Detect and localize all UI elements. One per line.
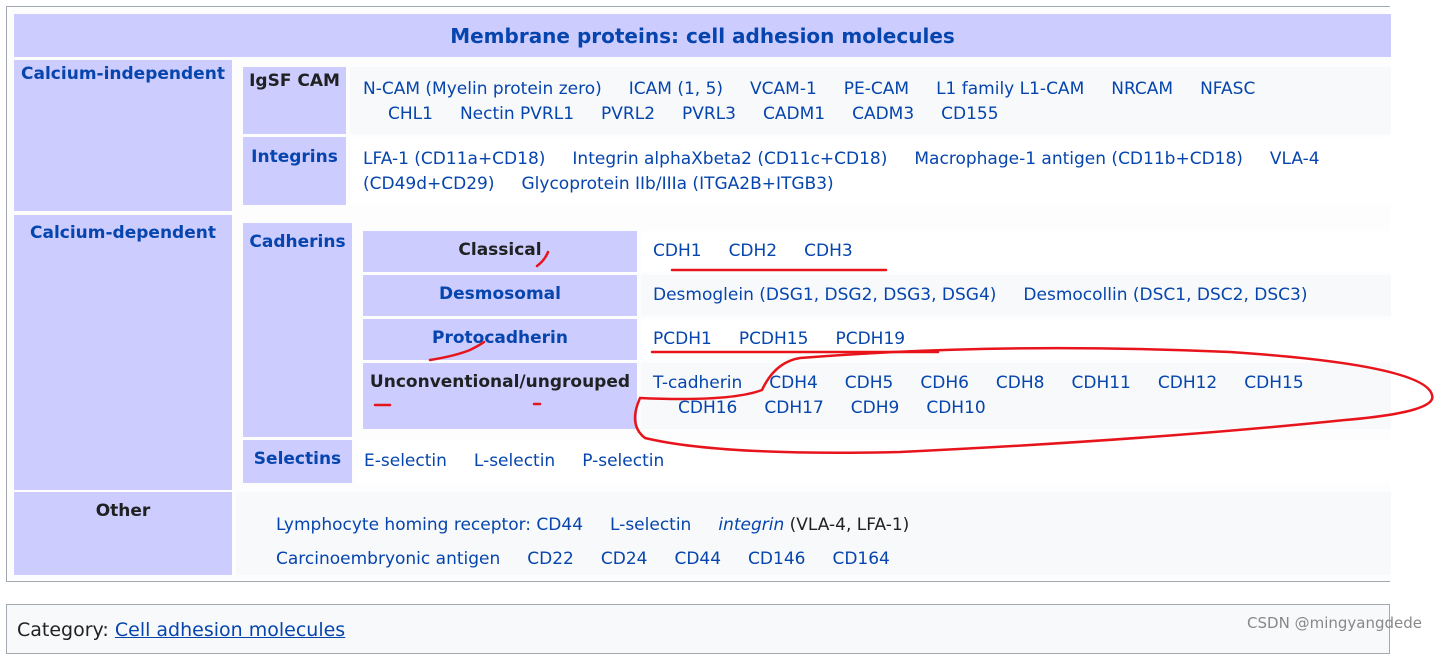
integrin-detail: (VLA-4, LFA-1) [784, 515, 910, 535]
link-cdh1[interactable]: CDH1 [653, 241, 702, 261]
link-l1cam[interactable]: L1 family L1-CAM [936, 79, 1085, 99]
link-p-selectin[interactable]: P-selectin [582, 451, 665, 471]
group-other: Other [14, 492, 232, 575]
igsf-line-2: CHL1 Nectin PVRL1 PVRL2 PVRL3 CADM1 CADM3 CD15… [363, 102, 1391, 127]
link-cdh6[interactable]: CDH6 [920, 373, 969, 393]
link-cdh15[interactable]: CDH15 [1244, 373, 1304, 393]
link-pcdh19[interactable]: PCDH19 [835, 329, 906, 349]
list-igsf-cam: N-CAM (Myelin protein zero) ICAM (1, 5) VC… [350, 67, 1391, 134]
link-cd44[interactable]: CD44 [674, 549, 722, 569]
list-selectins: E-selectin L-selectin P-selectin [356, 440, 1391, 483]
integrins-line-2: (CD49d+CD29) Glycoprotein IIb/IIIa (ITGA2… [363, 172, 1391, 197]
group-igsf-cam: IgSF CAM [243, 67, 346, 134]
link-cd146[interactable]: CD146 [748, 549, 806, 569]
list-protocadherin: PCDH1 PCDH15 PCDH19 [641, 319, 1391, 360]
link-t-cadherin[interactable]: T-cadherin [653, 373, 743, 393]
link-desmocollin[interactable]: Desmocollin (DSC1, DSC2, DSC3) [1023, 285, 1308, 305]
category-prefix: Category: [17, 619, 109, 641]
link-cd49d[interactable]: (CD49d+CD29) [363, 174, 495, 194]
link-e-selectin[interactable]: E-selectin [364, 451, 447, 471]
link-vcam1[interactable]: VCAM-1 [750, 79, 817, 99]
other-line-1: Lymphocyte homing receptor: CD44 L-select… [276, 508, 1391, 542]
other-line-2: Carcinoembryonic antigen CD22 CD24 CD44 CD14… [276, 542, 1391, 576]
link-cd22[interactable]: CD22 [527, 549, 574, 569]
link-cadm1[interactable]: CADM1 [763, 104, 826, 124]
unconventional-line-1: T-cadherin CDH4 CDH5 CDH6 CDH8 CDH11 CDH12 CDH1… [653, 371, 1391, 396]
list-integrins: LFA-1 (CD11a+CD18) Integrin alphaXbeta2 (… [350, 137, 1391, 205]
group-selectins[interactable]: Selectins [243, 440, 352, 483]
group-unconventional: Unconventional/ungrouped [363, 363, 637, 429]
integrins-line-1: LFA-1 (CD11a+CD18) Integrin alphaXbeta2 (… [363, 147, 1391, 172]
link-pvrl2[interactable]: PVRL2 [601, 104, 656, 124]
igsf-line-1: N-CAM (Myelin protein zero) ICAM (1, 5) VC… [363, 77, 1391, 102]
navbox-title-bar: Membrane proteins: cell adhesion molecul… [14, 14, 1391, 57]
link-chl1[interactable]: CHL1 [388, 104, 433, 124]
link-pvrl3[interactable]: PVRL3 [682, 104, 736, 124]
navbox-title-link[interactable]: Membrane proteins: cell adhesion molecul… [450, 23, 955, 48]
link-cdh5[interactable]: CDH5 [844, 373, 894, 393]
link-cd164[interactable]: CD164 [832, 549, 890, 569]
link-macrophage1[interactable]: Macrophage-1 antigen (CD11b+CD18) [914, 149, 1243, 169]
group-protocadherin[interactable]: Protocadherin [363, 319, 637, 360]
link-vla4[interactable]: VLA-4 [1269, 149, 1320, 169]
link-cdh16[interactable]: CDH16 [678, 398, 738, 418]
link-cadm3[interactable]: CADM3 [852, 104, 915, 124]
link-cdh10[interactable]: CDH10 [926, 398, 986, 418]
link-lfa1[interactable]: LFA-1 (CD11a+CD18) [363, 149, 546, 169]
watermark: CSDN @mingyangdede [1247, 614, 1422, 632]
link-cdh4[interactable]: CDH4 [769, 373, 818, 393]
unconventional-line-2: CDH16 CDH17 CDH9 CDH10 [653, 396, 1391, 421]
link-cdh9[interactable]: CDH9 [850, 398, 900, 418]
group-calcium-independent[interactable]: Calcium-independent [14, 60, 232, 211]
category-links: Category: Cell adhesion molecules [6, 604, 1390, 654]
list-desmosomal: Desmoglein (DSG1, DSG2, DSG3, DSG4) Desmo… [641, 275, 1391, 316]
link-pvrl1[interactable]: Nectin PVRL1 [459, 104, 575, 124]
other-integrin-entry: integrin (VLA-4, LFA-1) [718, 508, 909, 542]
link-integrin-alphaxbeta2[interactable]: Integrin alphaXbeta2 (CD11c+CD18) [572, 149, 888, 169]
link-pcdh1[interactable]: PCDH1 [653, 329, 712, 349]
link-pecam[interactable]: PE-CAM [843, 79, 910, 99]
link-cdh11[interactable]: CDH11 [1071, 373, 1131, 393]
link-cdh2[interactable]: CDH2 [728, 241, 778, 261]
navbox: Membrane proteins: cell adhesion molecul… [6, 6, 1391, 582]
link-l-selectin[interactable]: L-selectin [473, 451, 556, 471]
link-cdh3[interactable]: CDH3 [804, 241, 853, 261]
link-integrin[interactable]: integrin [718, 515, 785, 535]
link-ncam[interactable]: N-CAM (Myelin protein zero) [363, 79, 602, 99]
link-cdh8[interactable]: CDH8 [995, 373, 1045, 393]
link-cdh17[interactable]: CDH17 [764, 398, 824, 418]
group-cadherins[interactable]: Cadherins [243, 223, 352, 437]
link-cd24[interactable]: CD24 [600, 549, 648, 569]
list-classical: CDH1 CDH2 CDH3 [641, 231, 1391, 272]
link-pcdh15[interactable]: PCDH15 [738, 329, 809, 349]
link-glycoprotein-iibiiia[interactable]: Glycoprotein IIb/IIIa (ITGA2B+ITGB3) [521, 174, 834, 194]
group-integrins[interactable]: Integrins [243, 137, 346, 205]
link-cdh12[interactable]: CDH12 [1157, 373, 1218, 393]
group-desmosomal[interactable]: Desmosomal [363, 275, 637, 316]
link-icam[interactable]: ICAM (1, 5) [628, 79, 724, 99]
group-calcium-dependent[interactable]: Calcium-dependent [14, 215, 232, 490]
list-other: Lymphocyte homing receptor: CD44 L-select… [236, 492, 1391, 575]
group-classical: Classical [363, 231, 637, 272]
link-other-l-selectin[interactable]: L-selectin [610, 515, 692, 535]
link-cea[interactable]: Carcinoembryonic antigen [276, 549, 501, 569]
link-lymphocyte-homing-receptor[interactable]: Lymphocyte homing receptor: CD44 [276, 515, 584, 535]
link-nfasc[interactable]: NFASC [1200, 79, 1256, 99]
link-desmoglein[interactable]: Desmoglein (DSG1, DSG2, DSG3, DSG4) [653, 285, 997, 305]
category-link[interactable]: Cell adhesion molecules [114, 619, 346, 641]
link-nrcam[interactable]: NRCAM [1111, 79, 1174, 99]
link-cd155[interactable]: CD155 [941, 104, 999, 124]
